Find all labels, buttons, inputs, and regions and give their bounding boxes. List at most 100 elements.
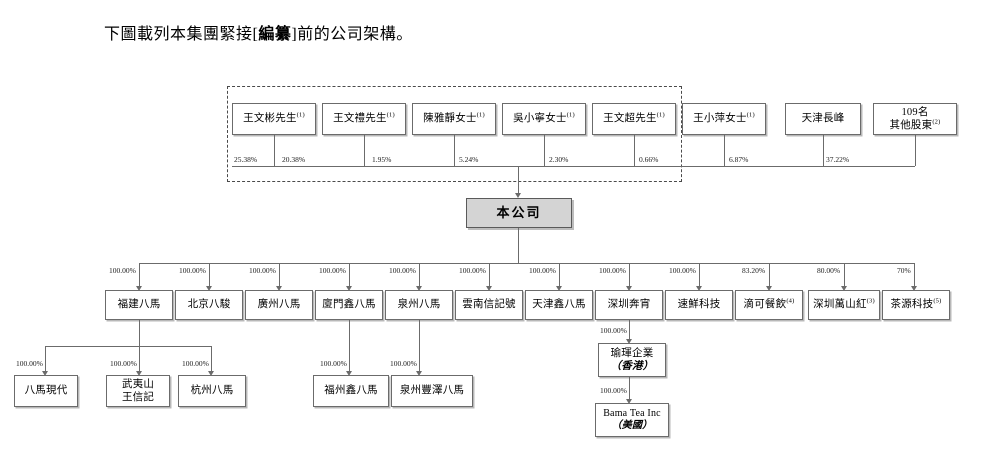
arrow-subsidiary-9	[696, 286, 702, 291]
third-pct-1: 100.00%	[16, 359, 43, 368]
subsidiary-box-3[interactable]: 廣州八馬	[245, 290, 313, 320]
subsidiary-name-9: 速鮮科技	[677, 299, 721, 311]
third-level-box-4[interactable]: 福州鑫八馬	[313, 375, 389, 407]
shareholder-box-1[interactable]: 王文彬先生(1)	[232, 103, 316, 135]
shareholder-merge-bus	[232, 166, 915, 167]
connector-third-1	[45, 346, 46, 373]
shareholder-pct-5: 2.30%	[549, 155, 569, 164]
chain-box-1[interactable]: 瑜琿企業 （香港）	[598, 343, 666, 377]
subsidiary-box-12[interactable]: 茶源科技(5)	[882, 290, 950, 320]
connector-shareholder-2	[364, 135, 365, 166]
fujian-branch-bus	[45, 346, 211, 347]
shareholder-pct-6: 0.66%	[639, 155, 659, 164]
connector-subsidiary-10	[769, 263, 770, 288]
connector-shareholder-3	[454, 135, 455, 166]
subsidiary-pct-11: 80.00%	[817, 266, 841, 275]
subsidiary-name-5: 泉州八馬	[397, 299, 441, 311]
subsidiary-box-6[interactable]: 雲南信記號	[455, 290, 523, 320]
subsidiary-pct-12: 70%	[897, 266, 911, 275]
shareholder-sup-1: (1)	[296, 111, 305, 119]
arrow-to-company	[515, 193, 521, 198]
third-name-2-line2: 王信記	[121, 392, 155, 403]
subsidiary-box-4[interactable]: 廈門鑫八馬	[315, 290, 383, 320]
chain-box-2[interactable]: Bama Tea Inc （美國）	[595, 403, 669, 437]
connector-third-4	[349, 320, 350, 373]
arrow-third-4	[346, 371, 352, 376]
subsidiary-box-9[interactable]: 速鮮科技	[665, 290, 733, 320]
third-pct-5: 100.00%	[390, 359, 417, 368]
shareholder-box-5[interactable]: 王文超先生(1)	[592, 103, 676, 135]
connector-third-5	[419, 320, 420, 373]
arrow-subsidiary-1	[136, 286, 142, 291]
subsidiary-name-10: 滴可餐飲	[743, 299, 787, 311]
subsidiary-box-10[interactable]: 滴可餐飲(4)	[735, 290, 803, 320]
connector-shareholder-8	[915, 135, 916, 166]
subsidiary-box-5[interactable]: 泉州八馬	[385, 290, 453, 320]
third-level-box-3[interactable]: 杭州八馬	[178, 375, 246, 407]
subsidiary-pct-5: 100.00%	[389, 266, 416, 275]
connector-subsidiary-9	[699, 263, 700, 288]
subsidiary-name-11: 深圳萬山紅	[813, 299, 867, 311]
connector-subsidiary-7	[559, 263, 560, 288]
connector-subsidiary-8	[629, 263, 630, 288]
chain-region-1: （香港）	[610, 361, 654, 372]
connector-company-down	[518, 228, 519, 263]
arrow-third-3	[208, 371, 214, 376]
shareholder-name-3: 陳雅靜女士	[423, 113, 477, 125]
chain-region-2: （美國）	[611, 420, 653, 431]
shareholder-pct-2: 20.38%	[282, 155, 306, 164]
arrow-third-2	[136, 371, 142, 376]
third-level-box-1[interactable]: 八馬現代	[14, 375, 78, 407]
third-name-5: 泉州豐澤八馬	[399, 385, 465, 397]
arrow-subsidiary-4	[346, 286, 352, 291]
third-level-box-5[interactable]: 泉州豐澤八馬	[391, 375, 473, 407]
third-name-4: 福州鑫八馬	[324, 385, 378, 397]
subsidiary-box-7[interactable]: 天津鑫八馬	[525, 290, 593, 320]
chain-name-1: 瑜琿企業	[610, 347, 654, 359]
subsidiary-name-2: 北京八駿	[187, 299, 231, 311]
connector-subsidiary-2	[209, 263, 210, 288]
connector-shareholder-6	[724, 135, 725, 166]
third-level-box-2[interactable]: 武夷山 王信記	[106, 375, 170, 407]
connector-subsidiary-3	[279, 263, 280, 288]
shareholder-box-6[interactable]: 王小萍女士(1)	[682, 103, 766, 135]
shareholder-box-3[interactable]: 陳雅靜女士(1)	[412, 103, 496, 135]
company-label: 本公司	[496, 204, 542, 220]
connector-to-company	[518, 166, 519, 194]
subsidiary-pct-3: 100.00%	[249, 266, 276, 275]
shareholder-box-7[interactable]: 天津長峰	[785, 103, 861, 135]
subsidiary-box-2[interactable]: 北京八駿	[175, 290, 243, 320]
shareholder-box-4[interactable]: 吳小寧女士(1)	[502, 103, 586, 135]
subsidiary-name-4: 廈門鑫八馬	[322, 299, 376, 311]
shareholder-name-4: 吳小寧女士	[513, 113, 567, 125]
connector-third-2	[139, 346, 140, 373]
arrow-subsidiary-8	[626, 286, 632, 291]
shareholder-box-8[interactable]: 109名 其他股東(2)	[873, 103, 957, 135]
third-pct-2: 100.00%	[110, 359, 137, 368]
subsidiary-box-8[interactable]: 深圳奔宵	[595, 290, 663, 320]
third-pct-4: 100.00%	[320, 359, 347, 368]
subsidiary-pct-7: 100.00%	[529, 266, 556, 275]
connector-shareholder-1	[274, 135, 275, 166]
arrow-subsidiary-10	[766, 286, 772, 291]
subsidiary-pct-1: 100.00%	[109, 266, 136, 275]
connector-chain-2	[629, 377, 630, 401]
third-name-1: 八馬現代	[24, 385, 68, 397]
connector-shareholder-5	[634, 135, 635, 166]
arrow-chain-2	[626, 399, 632, 404]
shareholder-name-5: 王文超先生	[603, 113, 657, 125]
subsidiary-pct-4: 100.00%	[319, 266, 346, 275]
arrow-subsidiary-11	[841, 286, 847, 291]
shareholder-box-2[interactable]: 王文禮先生(1)	[322, 103, 406, 135]
connector-chain-1	[629, 320, 630, 341]
connector-shareholder-4	[544, 135, 545, 166]
connector-third-3	[211, 346, 212, 373]
subsidiary-name-6: 雲南信記號	[462, 299, 516, 311]
subsidiary-pct-9: 100.00%	[669, 266, 696, 275]
shareholder-name-8-line1: 109名	[901, 106, 929, 118]
subsidiary-box-1[interactable]: 福建八馬	[105, 290, 173, 320]
subsidiary-sup-11: (3)	[866, 297, 875, 305]
subsidiary-box-11[interactable]: 深圳萬山紅(3)	[808, 290, 880, 320]
company-box[interactable]: 本公司	[466, 198, 572, 228]
connector-subsidiary-4	[349, 263, 350, 288]
